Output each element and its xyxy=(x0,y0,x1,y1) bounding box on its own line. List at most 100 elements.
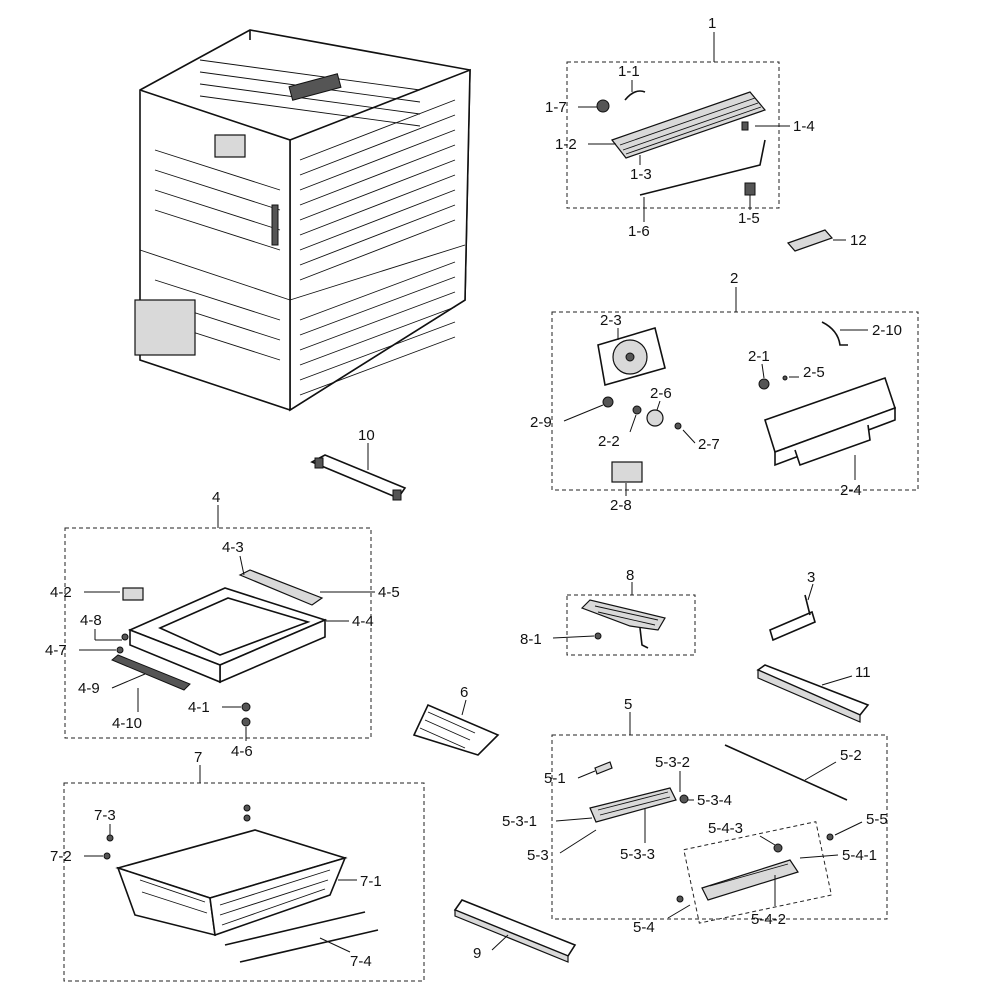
callout-8: 8 xyxy=(626,567,634,584)
callout-8-1: 8-1 xyxy=(520,631,542,648)
callout-4-6: 4-6 xyxy=(231,743,253,760)
part-11-rail[interactable] xyxy=(756,664,870,723)
callout-5-4-2: 5-4-2 xyxy=(751,911,786,928)
part-5-4-3-screw[interactable] xyxy=(773,843,783,853)
part-5-1-sensor[interactable] xyxy=(594,761,613,775)
part-6-module[interactable] xyxy=(412,703,500,756)
callout-1-1: 1-1 xyxy=(618,63,640,80)
part-7-4-rail-a[interactable] xyxy=(224,911,366,946)
part-1-1-wire[interactable] xyxy=(624,90,646,101)
part-4-2-handle[interactable] xyxy=(122,587,144,601)
callout-5-4-3: 5-4-3 xyxy=(708,820,743,837)
callout-2-8: 2-8 xyxy=(610,497,632,514)
callout-1-5: 1-5 xyxy=(738,210,760,227)
part-9-rail[interactable] xyxy=(453,899,577,963)
part-4-1-roller[interactable] xyxy=(241,702,251,712)
callout-5-3-4: 5-3-4 xyxy=(697,792,732,809)
assembly-8-boundary xyxy=(566,594,696,656)
part-5-5-screw[interactable] xyxy=(826,833,834,841)
part-8-ice-maker[interactable] xyxy=(580,599,666,649)
part-5-3-4-screw[interactable] xyxy=(679,794,689,804)
callout-5-5: 5-5 xyxy=(866,811,888,828)
callout-4-2: 4-2 xyxy=(50,584,72,601)
part-4-7-screw[interactable] xyxy=(116,646,124,654)
part-2-8-bracket[interactable] xyxy=(611,461,643,483)
part-5-3-assembly[interactable] xyxy=(589,787,677,823)
part-1-5-clip[interactable] xyxy=(744,182,756,196)
part-1-4-bracket[interactable] xyxy=(741,121,749,131)
callout-1: 1 xyxy=(708,15,716,32)
refrigerator-cabinet[interactable] xyxy=(134,29,471,412)
callout-5-3-2: 5-3-2 xyxy=(655,754,690,771)
part-1-6-tube[interactable] xyxy=(639,139,766,196)
callout-7-2: 7-2 xyxy=(50,848,72,865)
part-7-4-rail-b[interactable] xyxy=(239,929,379,963)
callout-9: 9 xyxy=(473,945,481,962)
part-2-1-fan[interactable] xyxy=(758,378,770,390)
assembly-1-boundary xyxy=(566,61,780,209)
callout-4-9: 4-9 xyxy=(78,680,100,697)
callout-10: 10 xyxy=(358,427,375,444)
part-4-9-front-rail[interactable] xyxy=(111,654,191,691)
part-5-2-rod[interactable] xyxy=(724,744,848,801)
callout-4-7: 4-7 xyxy=(45,642,67,659)
callout-1-4: 1-4 xyxy=(793,118,815,135)
callout-2-2: 2-2 xyxy=(598,433,620,450)
part-2-5-screw[interactable] xyxy=(782,375,788,381)
callout-1-7: 1-7 xyxy=(545,99,567,116)
assembly-7-boundary xyxy=(63,782,425,982)
callout-2: 2 xyxy=(730,270,738,287)
part-2-6-motor[interactable] xyxy=(646,409,664,427)
part-2-10-harness[interactable] xyxy=(821,321,848,346)
callout-5-3: 5-3 xyxy=(527,847,549,864)
part-10-rail[interactable] xyxy=(310,454,407,501)
callout-4-10: 4-10 xyxy=(112,715,142,732)
part-7-2-clip[interactable] xyxy=(103,852,111,860)
callout-6: 6 xyxy=(460,684,468,701)
callout-2-6: 2-6 xyxy=(650,385,672,402)
part-7-screw-top-a[interactable] xyxy=(243,804,251,812)
callout-7: 7 xyxy=(194,749,202,766)
callout-7-3: 7-3 xyxy=(94,807,116,824)
part-4-5-rail[interactable] xyxy=(238,569,324,606)
assembly-4-boundary xyxy=(64,527,372,739)
part-4-8-clip[interactable] xyxy=(121,633,129,641)
callout-2-9: 2-9 xyxy=(530,414,552,431)
callout-1-3: 1-3 xyxy=(630,166,652,183)
callout-3: 3 xyxy=(807,569,815,586)
part-7-3-screw[interactable] xyxy=(106,834,114,842)
callout-5-4-1: 5-4-1 xyxy=(842,847,877,864)
part-1-7-sensor[interactable] xyxy=(596,99,610,113)
part-7-screw-top-b[interactable] xyxy=(243,814,251,822)
part-7-1-freezer-basket[interactable] xyxy=(115,829,348,937)
callout-2-5: 2-5 xyxy=(803,364,825,381)
part-3-bracket[interactable] xyxy=(769,594,816,642)
callout-4-4: 4-4 xyxy=(352,613,374,630)
part-5-4-assembly[interactable] xyxy=(701,859,799,901)
part-4-4-freezer-drawer-frame[interactable] xyxy=(127,587,328,684)
part-2-7-screw[interactable] xyxy=(674,422,682,430)
callout-5-2: 5-2 xyxy=(840,747,862,764)
callout-5-3-3: 5-3-3 xyxy=(620,846,655,863)
callout-5-3-1: 5-3-1 xyxy=(502,813,537,830)
callout-4-5: 4-5 xyxy=(378,584,400,601)
assembly-2-boundary xyxy=(551,311,919,491)
part-5-4-screw[interactable] xyxy=(676,895,684,903)
callout-4-3: 4-3 xyxy=(222,539,244,556)
part-2-4-evaporator-cover[interactable] xyxy=(764,376,897,467)
callout-12: 12 xyxy=(850,232,867,249)
part-1-2-evaporator[interactable] xyxy=(611,91,767,159)
callout-7-4: 7-4 xyxy=(350,953,372,970)
callout-2-1: 2-1 xyxy=(748,348,770,365)
callout-7-1: 7-1 xyxy=(360,873,382,890)
part-2-2-grommet[interactable] xyxy=(632,405,642,415)
part-4-6-roller[interactable] xyxy=(241,717,251,727)
callout-4-8: 4-8 xyxy=(80,612,102,629)
part-2-9-blade[interactable] xyxy=(602,396,614,408)
part-8-1-screw[interactable] xyxy=(594,632,602,640)
part-12[interactable] xyxy=(786,229,834,252)
callout-4-1: 4-1 xyxy=(188,699,210,716)
part-2-3-fan-shroud[interactable] xyxy=(597,326,666,387)
callout-2-3: 2-3 xyxy=(600,312,622,329)
